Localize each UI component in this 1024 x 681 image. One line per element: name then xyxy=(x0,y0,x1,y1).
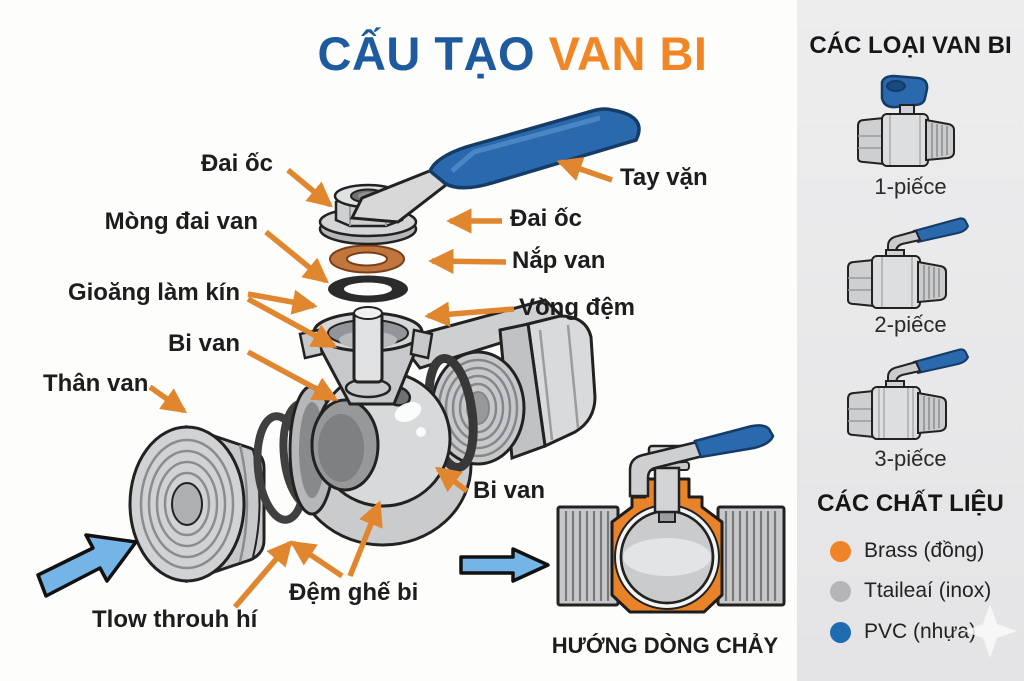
label-nap-van: Nắp van xyxy=(512,247,606,274)
main-diagram-area: CẤU TẠO VAN BI Đai ốc Mòng đai van Gioăn… xyxy=(36,26,800,658)
valve-thumb-2-piece xyxy=(842,216,982,321)
page-title: CẤU TẠO VAN BI xyxy=(225,26,800,81)
material-row-stainless: Ttaileaí (inox) xyxy=(830,578,991,604)
arrow-mong-dai-van xyxy=(264,229,329,284)
label-dai-oc-left: Đai ốc xyxy=(200,150,273,177)
material-row-pvc: PVC (nhựa) xyxy=(830,619,976,645)
arrow-than-van xyxy=(148,384,188,414)
label-mong-dai-van: Mòng đai van xyxy=(104,208,258,235)
label-vong-dem: Vòng đệm xyxy=(519,294,636,321)
title-structure: CẤU TẠO xyxy=(317,27,549,80)
label-dai-oc-right: Đai ốc xyxy=(510,205,583,232)
valve-type-label-2: 2-piếce xyxy=(874,312,947,337)
handle-lever xyxy=(349,107,641,224)
brass-label: Brass (đồng) xyxy=(864,539,985,562)
valve-type-label-3: 3-piếce xyxy=(874,446,947,471)
copper-washer xyxy=(329,244,405,274)
valve-type-label-1: 1-piếce xyxy=(874,174,947,199)
stainless-label: Ttaileaí (inox) xyxy=(864,579,992,602)
flow-arrow-left xyxy=(36,533,138,598)
black-o-ring xyxy=(328,275,408,303)
arrow-nap-van xyxy=(428,248,507,274)
flow-direction-caption: HƯỚNG DÒNG CHẢY xyxy=(551,633,779,658)
cross-section-valve xyxy=(556,424,786,614)
label-than-van: Thân van xyxy=(43,370,149,397)
brass-color-dot xyxy=(830,540,851,562)
sparkle-decoration xyxy=(963,604,1017,658)
pvc-color-dot xyxy=(830,621,851,643)
arrow-tlow xyxy=(232,540,293,609)
arrow-vong-dem xyxy=(424,301,515,327)
flow-arrow-center xyxy=(459,547,550,583)
materials-heading: CÁC CHẤT LIỆU xyxy=(817,490,1004,517)
cross-section-handle-grip xyxy=(693,424,775,459)
arrow-tay-van xyxy=(556,157,613,183)
valve-3-piece-illustration xyxy=(847,348,970,440)
valve-thumb-1-piece xyxy=(852,74,962,179)
label-bi-van-right: Bi van xyxy=(473,477,546,504)
sidebar: CÁC LOẠI VAN BI 1-piếce xyxy=(797,0,1024,681)
arrow-dem-a xyxy=(289,540,344,579)
stainless-color-dot xyxy=(830,580,851,602)
arrow-dem-b xyxy=(347,500,383,578)
label-gioang-lam-kin: Gioăng làm kín xyxy=(67,279,240,306)
valve-2-piece-illustration xyxy=(847,217,970,309)
bonnet-and-stem xyxy=(298,306,434,406)
arrow-bi-van-left xyxy=(246,349,339,402)
valve-thumb-3-piece xyxy=(842,345,982,452)
label-dem-ghe-bi: Đệm ghế bi xyxy=(289,579,419,606)
cross-section-left-port xyxy=(556,505,620,607)
pvc-label: PVC (nhựa) xyxy=(864,620,977,643)
label-tay-van: Tay vặn xyxy=(620,164,708,191)
arrow-gioang-a xyxy=(247,289,318,315)
ball-valve-exploded-illustration xyxy=(36,107,786,614)
callout-arrows xyxy=(148,157,613,609)
title-subject: VAN BI xyxy=(548,27,708,80)
cross-section-right-port xyxy=(716,505,786,607)
arrow-bi-van-right xyxy=(434,466,469,494)
arrow-dai-oc-left xyxy=(286,167,333,208)
left-end-cap xyxy=(128,424,266,584)
arrow-gioang-b xyxy=(246,296,338,349)
label-tlow-throuh-hi: Tlow throuh hí xyxy=(92,606,258,633)
valve-1-piece-illustration xyxy=(857,74,955,167)
label-bi-van-left: Bi van xyxy=(167,330,240,357)
material-row-brass: Brass (đồng) xyxy=(830,538,984,564)
valve-types-heading: CÁC LOẠI VAN BI xyxy=(809,32,1012,59)
